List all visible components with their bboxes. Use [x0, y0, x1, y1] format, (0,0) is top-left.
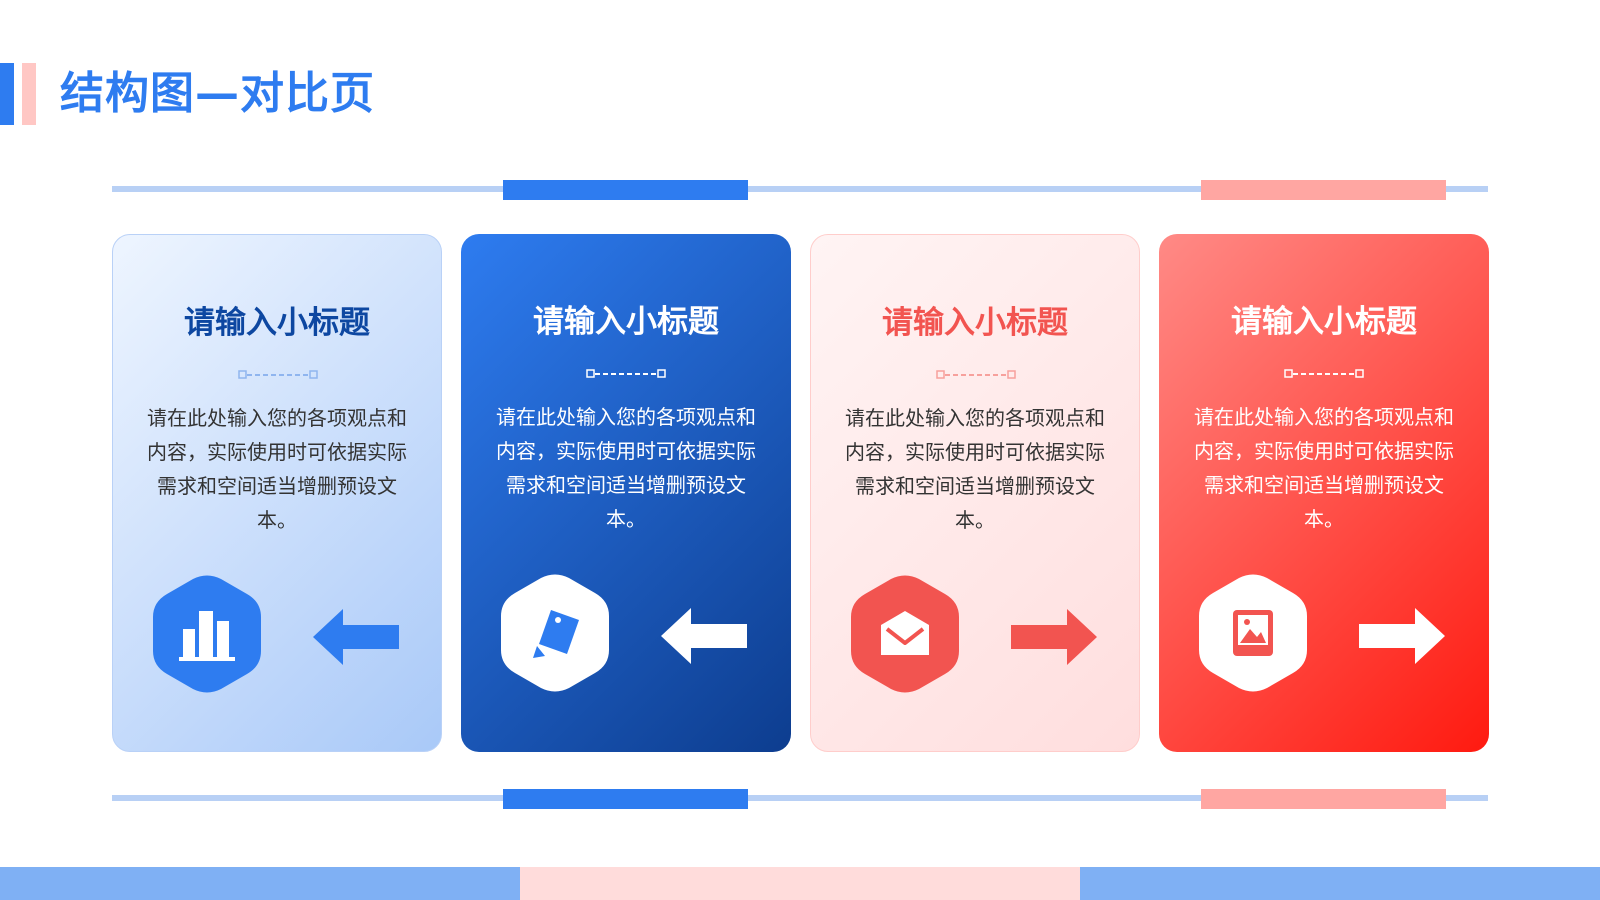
card-title: 请输入小标题	[533, 304, 719, 340]
card-title: 请输入小标题	[1231, 304, 1417, 340]
bottom-rule	[112, 795, 1488, 801]
bottom-rule-pink-segment	[1201, 789, 1446, 809]
card-4: 请输入小标题 请在此处输入您的各项观点和内容，实际使用时可依据实际需求和空间适当…	[1159, 234, 1489, 752]
arrow-right-icon	[1359, 608, 1445, 664]
card-title: 请输入小标题	[882, 305, 1068, 341]
divider-icon	[936, 370, 1016, 379]
mail-icon	[851, 575, 959, 693]
divider-icon	[1284, 369, 1364, 378]
divider-icon	[238, 370, 318, 379]
footer-band-right	[1080, 867, 1600, 900]
card-body: 请在此处输入您的各项观点和内容，实际使用时可依据实际需求和空间适当增删预设文本。	[845, 406, 1105, 532]
building-icon	[153, 575, 261, 693]
top-rule	[112, 186, 1488, 192]
card-body: 请在此处输入您的各项观点和内容，实际使用时可依据实际需求和空间适当增删预设文本。	[496, 405, 756, 531]
card-1: 请输入小标题 请在此处输入您的各项观点和内容，实际使用时可依据实际需求和空间适当…	[112, 234, 442, 752]
bottom-rule-blue-segment	[503, 789, 748, 809]
card-title: 请输入小标题	[184, 305, 370, 341]
title-accent-blue	[0, 63, 14, 125]
image-icon	[1199, 574, 1307, 692]
tag-icon	[501, 574, 609, 692]
footer-band-center	[520, 867, 1080, 900]
footer-band-left	[0, 867, 520, 900]
arrow-left-icon	[313, 609, 399, 665]
card-body: 请在此处输入您的各项观点和内容，实际使用时可依据实际需求和空间适当增删预设文本。	[147, 406, 407, 532]
arrow-right-icon	[1011, 609, 1097, 665]
title-accent-pink	[22, 63, 36, 125]
divider-icon	[586, 369, 666, 378]
arrow-left-icon	[661, 608, 747, 664]
top-rule-pink-segment	[1201, 180, 1446, 200]
page-title: 结构图—对比页	[60, 68, 375, 119]
card-2: 请输入小标题 请在此处输入您的各项观点和内容，实际使用时可依据实际需求和空间适当…	[461, 234, 791, 752]
top-rule-blue-segment	[503, 180, 748, 200]
card-body: 请在此处输入您的各项观点和内容，实际使用时可依据实际需求和空间适当增删预设文本。	[1194, 405, 1454, 531]
card-3: 请输入小标题 请在此处输入您的各项观点和内容，实际使用时可依据实际需求和空间适当…	[810, 234, 1140, 752]
